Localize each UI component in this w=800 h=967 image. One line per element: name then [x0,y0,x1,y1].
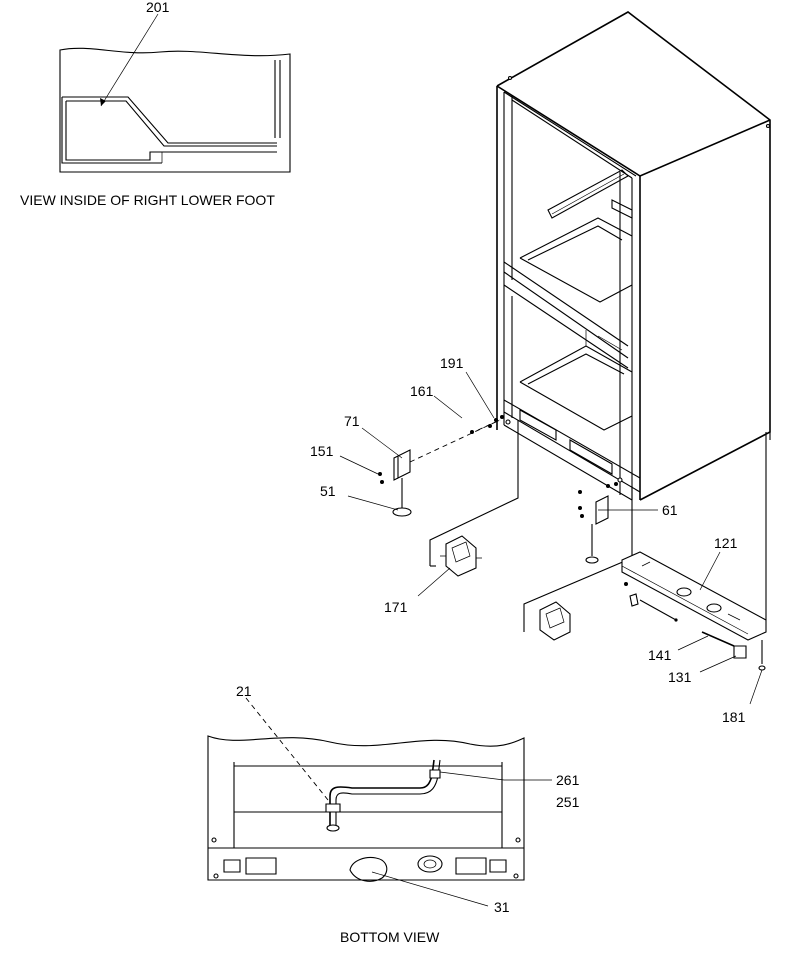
callout-181-label: 181 [722,709,746,725]
callout-71-label: 71 [344,413,360,429]
callout-31: 31 [371,871,510,915]
left-foot-assembly [378,415,519,577]
callout-51: 51 [320,483,399,511]
callout-141-label: 141 [648,647,672,663]
callout-201: 201 [100,0,170,107]
refrigerator-cabinet [496,11,771,501]
callout-51-label: 51 [320,483,336,499]
callout-171-label: 171 [384,599,408,615]
callout-71: 71 [344,413,403,459]
callout-261-label: 261 [556,772,580,788]
callout-21-label: 21 [236,683,252,699]
right-foot-assembly [523,482,633,641]
foot-inset-view [59,47,291,173]
callout-131-label: 131 [668,669,692,685]
callout-161-label: 161 [410,383,434,399]
callout-131: 131 [668,655,737,685]
callout-191-label: 191 [440,355,464,371]
callout-21: 21 [236,683,329,801]
callout-61: 61 [598,502,678,518]
leveler-parts [701,631,766,671]
callout-251-label: 251 [556,794,580,810]
foot-view-caption: VIEW INSIDE OF RIGHT LOWER FOOT [20,192,275,208]
callout-161: 161 [410,383,463,419]
bottom-rail-121 [621,432,767,641]
callout-171: 171 [384,567,451,615]
callout-151-label: 151 [310,443,334,459]
callout-181: 181 [722,669,763,725]
bottom-view-caption: BOTTOM VIEW [340,929,440,945]
callout-61-label: 61 [662,502,678,518]
callout-121: 121 [699,535,738,591]
bottom-view [207,735,525,882]
callout-121-label: 121 [714,535,738,551]
callout-201-label: 201 [146,0,170,15]
callout-151: 151 [310,443,379,475]
callout-31-label: 31 [494,899,510,915]
callout-191: 191 [440,355,495,419]
callout-141: 141 [648,635,709,663]
callout-261-251: 261 251 [439,771,580,810]
